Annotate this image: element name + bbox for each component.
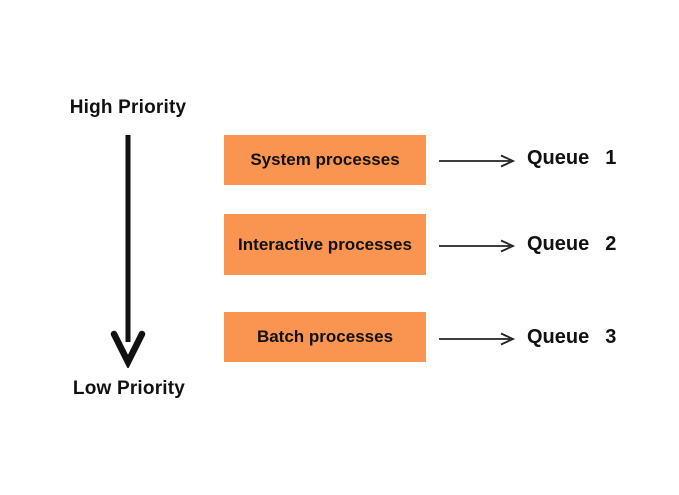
process-box-label: System processes (250, 150, 400, 169)
queue-name: Queue (527, 233, 590, 255)
priority-down-arrow-icon (110, 135, 146, 368)
queue-name: Queue (527, 326, 590, 348)
flow-arrow-icon (439, 239, 516, 253)
queue-label-2: Queue 2 (527, 233, 616, 256)
process-box-label: Interactive processes (238, 234, 412, 254)
queue-label-3: Queue 3 (527, 326, 616, 349)
queue-number: 2 (605, 233, 617, 255)
process-box-system: System processes (224, 135, 426, 185)
process-box-batch: Batch processes (224, 312, 426, 362)
queue-number: 1 (605, 147, 617, 169)
process-box-label: Batch processes (256, 327, 394, 346)
queue-name: Queue (527, 147, 590, 169)
high-priority-label: High Priority (69, 97, 187, 118)
queue-label-1: Queue 1 (527, 147, 616, 170)
flow-arrow-icon (439, 332, 516, 346)
process-box-interactive: Interactive processes (224, 214, 426, 275)
queue-number: 3 (605, 326, 617, 348)
flow-arrow-icon (439, 154, 516, 168)
low-priority-label: Low Priority (72, 378, 186, 399)
